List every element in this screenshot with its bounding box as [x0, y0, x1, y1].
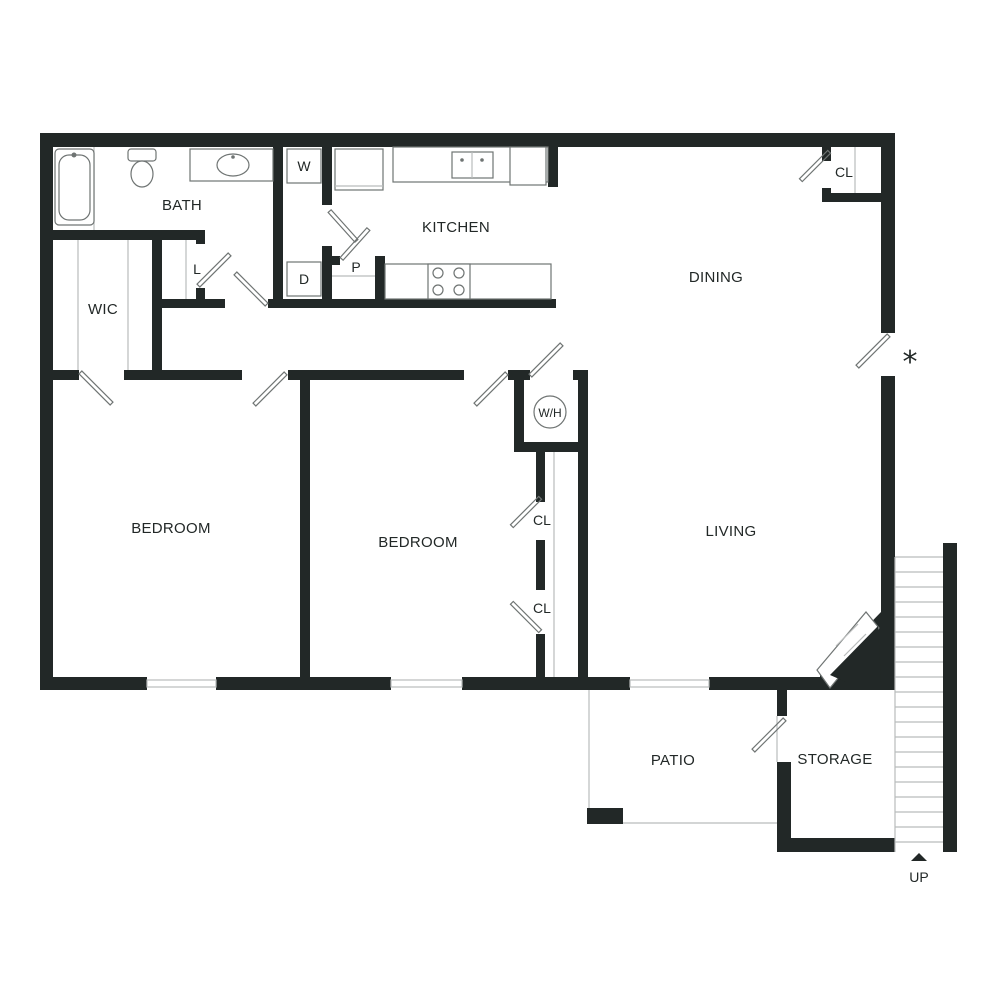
washer-label: W — [297, 158, 311, 174]
washer-icon: W — [286, 148, 322, 184]
refrigerator-icon — [334, 148, 384, 191]
room-label-living: LIVING — [706, 523, 757, 540]
exterior-walls — [40, 133, 895, 690]
water-heater-icon: W/H — [533, 395, 567, 429]
pantry-label: P — [351, 259, 360, 275]
stove-icon — [427, 263, 471, 300]
thin-lines — [77, 147, 856, 824]
stairs-up-arrow-icon — [911, 853, 927, 861]
toilet-icon — [127, 148, 157, 188]
room-label-bedroom-1: BEDROOM — [131, 520, 211, 537]
stairs-up-label: UP — [909, 869, 928, 885]
water-heater-label: W/H — [538, 406, 561, 420]
room-label-kitchen: KITCHEN — [422, 219, 490, 236]
bathtub-icon — [54, 148, 95, 226]
sink-icon — [189, 148, 274, 182]
bedroom-closet-lower-label: CL — [533, 600, 551, 616]
dryer-label: D — [299, 271, 309, 287]
room-label-bath: BATH — [162, 197, 202, 214]
entry-marker: * — [903, 345, 918, 380]
room-label-dining: DINING — [689, 269, 743, 286]
interior-walls — [53, 147, 957, 852]
stairs — [894, 556, 943, 852]
room-label-patio: PATIO — [651, 752, 695, 769]
dryer-icon: D — [286, 261, 322, 297]
windows — [146, 679, 710, 688]
room-label-bedroom-2: BEDROOM — [378, 534, 458, 551]
bedroom-closet-upper-label: CL — [533, 512, 551, 528]
linen-closet-label: L — [193, 261, 201, 277]
kitchen-counter-upper — [392, 146, 549, 186]
room-label-wic: WIC — [88, 301, 118, 318]
fireplace-icon — [816, 611, 881, 689]
room-label-storage: STORAGE — [797, 751, 872, 768]
doors — [78, 149, 891, 753]
dining-closet-label: CL — [835, 164, 853, 180]
